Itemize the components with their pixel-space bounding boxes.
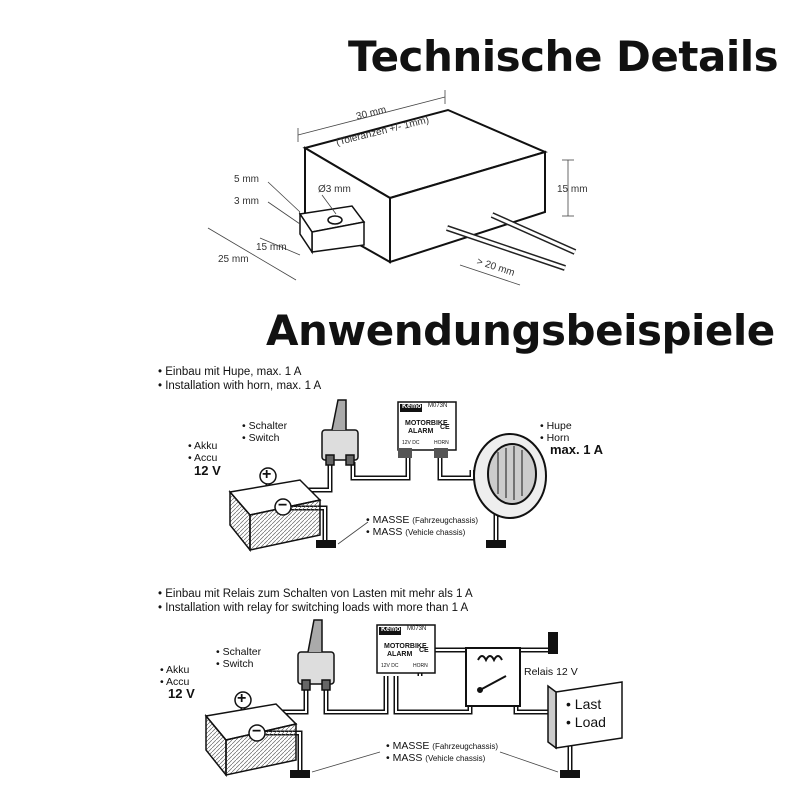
- ground-symbol-1b: [486, 540, 506, 548]
- example1-bullet-en: • Installation with horn, max. 1 A: [158, 380, 322, 392]
- example1-bullet-de: • Einbau mit Hupe, max. 1 A: [158, 366, 302, 378]
- toggle-switch-2: [297, 619, 335, 691]
- load-box: [547, 681, 623, 750]
- example2-relay: Relais 12 V: [524, 666, 578, 678]
- example1-ground-en: • MASS (Vehicle chassis): [366, 526, 466, 538]
- example1-akku: • Akku: [188, 440, 218, 452]
- horn-1: [473, 433, 547, 519]
- example2-accu: • Accu: [160, 676, 190, 688]
- example1-horn-en: • Horn: [540, 432, 570, 444]
- battery2-plus: +: [237, 690, 247, 707]
- heading-technical-details: Technische Details: [348, 32, 779, 81]
- battery2-minus: −: [252, 723, 262, 740]
- module2-line1: MOTORBIKE: [384, 643, 427, 650]
- example2-voltage: 12 V: [168, 686, 195, 701]
- module1-ce: CE: [440, 424, 450, 431]
- example1-switch-en: • Switch: [242, 432, 280, 444]
- example2-ground-en: • MASS (Vehicle chassis): [386, 752, 486, 764]
- example1-ground-de: • MASSE (Fahrzeugchassis): [366, 514, 479, 526]
- module1-pin-right: HORN: [434, 440, 449, 446]
- example1-switch-de: • Schalter: [242, 420, 288, 432]
- example2-load-en: • Load: [566, 714, 606, 730]
- dimension-lines: [207, 90, 574, 286]
- dim-tab-5: 5 mm: [234, 174, 259, 185]
- dim-depth: 25 mm: [218, 254, 249, 265]
- dim-hole: Ø3 mm: [318, 184, 351, 195]
- example2-switch-en: • Switch: [216, 658, 254, 670]
- module2-pin-left: 12V DC: [381, 663, 399, 669]
- ground-symbol-2c: [548, 632, 558, 654]
- ground-symbol-2b: [560, 770, 580, 778]
- module1-pin-left: 12V DC: [402, 440, 420, 446]
- module2-model: M073N: [407, 626, 427, 632]
- module1-model: M073N: [428, 403, 448, 409]
- module-3d-drawing: [298, 108, 577, 271]
- toggle-switch-1: [321, 399, 359, 466]
- battery1-plus: +: [262, 466, 272, 483]
- example2-bullet-en: • Installation with relay for switching …: [158, 602, 469, 614]
- example2-switch-de: • Schalter: [216, 646, 262, 658]
- module2-pin-right: HORN: [413, 663, 428, 669]
- battery-1: [228, 467, 322, 553]
- example2-load-de: • Last: [566, 696, 602, 712]
- heading-application-examples: Anwendungsbeispiele: [266, 306, 775, 355]
- module2-brand: Kemo: [381, 626, 401, 633]
- ground-symbol-2a: [290, 770, 310, 778]
- module2-ce: CE: [419, 647, 429, 654]
- dim-tab-3: 3 mm: [234, 196, 259, 207]
- module1-line2: ALARM: [408, 428, 434, 435]
- dim-tab-15: 15 mm: [256, 242, 287, 253]
- example2-bullet-de: • Einbau mit Relais zum Schalten von Las…: [158, 588, 473, 600]
- alarm-module-1: [397, 401, 457, 458]
- ground-symbol-1a: [316, 540, 336, 548]
- example1-accu: • Accu: [188, 452, 218, 464]
- example1-horn-de: • Hupe: [540, 420, 572, 432]
- module2-line2: ALARM: [387, 651, 413, 658]
- example2-akku: • Akku: [160, 664, 190, 676]
- battery1-minus: −: [278, 497, 288, 514]
- module1-brand: Kemo: [402, 403, 422, 410]
- example2-ground-de: • MASSE (Fahrzeugchassis): [386, 740, 499, 752]
- alarm-module-2: [376, 624, 436, 674]
- relay: [465, 647, 521, 707]
- battery-2: [204, 691, 298, 778]
- example1-horn-max: max. 1 A: [550, 442, 603, 457]
- example1-voltage: 12 V: [194, 463, 221, 478]
- dim-height: 15 mm: [557, 184, 588, 195]
- module1-line1: MOTORBIKE: [405, 420, 448, 427]
